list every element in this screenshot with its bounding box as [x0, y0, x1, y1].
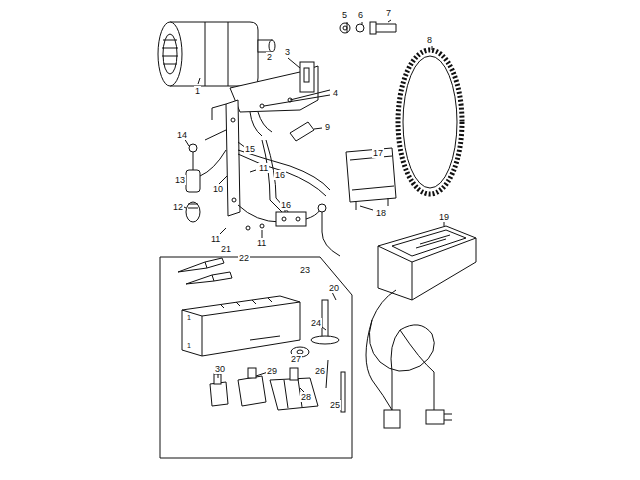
needle: [326, 360, 328, 388]
spool-pin: [311, 300, 339, 344]
callout-number: 13: [174, 175, 186, 185]
callout-number: 29: [266, 366, 278, 376]
switch: [346, 148, 396, 210]
callout-number: 8: [426, 35, 433, 45]
callout-number: 23: [299, 265, 311, 275]
callout-number: 7: [385, 8, 392, 18]
accessory-box: [182, 296, 300, 356]
callout-number: 11: [210, 234, 221, 244]
callout-number: 12: [172, 202, 184, 212]
callout-number: 28: [300, 392, 312, 402]
lamp-bracket: [212, 100, 240, 216]
callout-number: 18: [375, 208, 387, 218]
callout-number: 10: [212, 184, 224, 194]
callout-number: 16: [280, 200, 292, 210]
callout-number: 15: [244, 144, 256, 154]
callout-number: 11: [258, 163, 269, 173]
lamp: [186, 130, 226, 222]
callout-number: 6: [357, 10, 364, 20]
callout-number: 22: [238, 253, 250, 263]
bar: [341, 372, 345, 412]
presser-feet: [210, 368, 318, 410]
callout-number: 1: [186, 314, 192, 322]
screws: [340, 22, 396, 34]
screwdrivers: [178, 258, 232, 284]
wiring: [238, 140, 340, 256]
leader-lines: [182, 20, 444, 402]
callout-number: 21: [220, 244, 232, 254]
callout-number: 3: [284, 47, 291, 57]
callout-number: 17: [372, 148, 384, 158]
callout-number: 4: [332, 88, 339, 98]
callout-number: 25: [329, 400, 341, 410]
callout-number: 27: [290, 354, 302, 364]
callout-number: 11: [256, 238, 267, 248]
callout-number: 16: [274, 170, 286, 180]
callout-number: 26: [314, 366, 326, 376]
callout-number: 19: [438, 212, 450, 222]
accessory-kit-outline: [160, 257, 352, 458]
callout-number: 9: [324, 122, 331, 132]
belt: [398, 50, 462, 194]
sleeve: [290, 122, 314, 141]
callout-number: 1: [194, 86, 201, 96]
foot-controller: [366, 226, 476, 428]
callout-number: 24: [310, 318, 322, 328]
callout-number: 5: [341, 10, 348, 20]
callout-number: 20: [328, 283, 340, 293]
callout-number: 30: [214, 364, 226, 374]
callout-number: 1: [186, 342, 192, 350]
motor: [158, 22, 275, 86]
callout-number: 14: [176, 130, 188, 140]
callout-number: 2: [266, 52, 273, 62]
